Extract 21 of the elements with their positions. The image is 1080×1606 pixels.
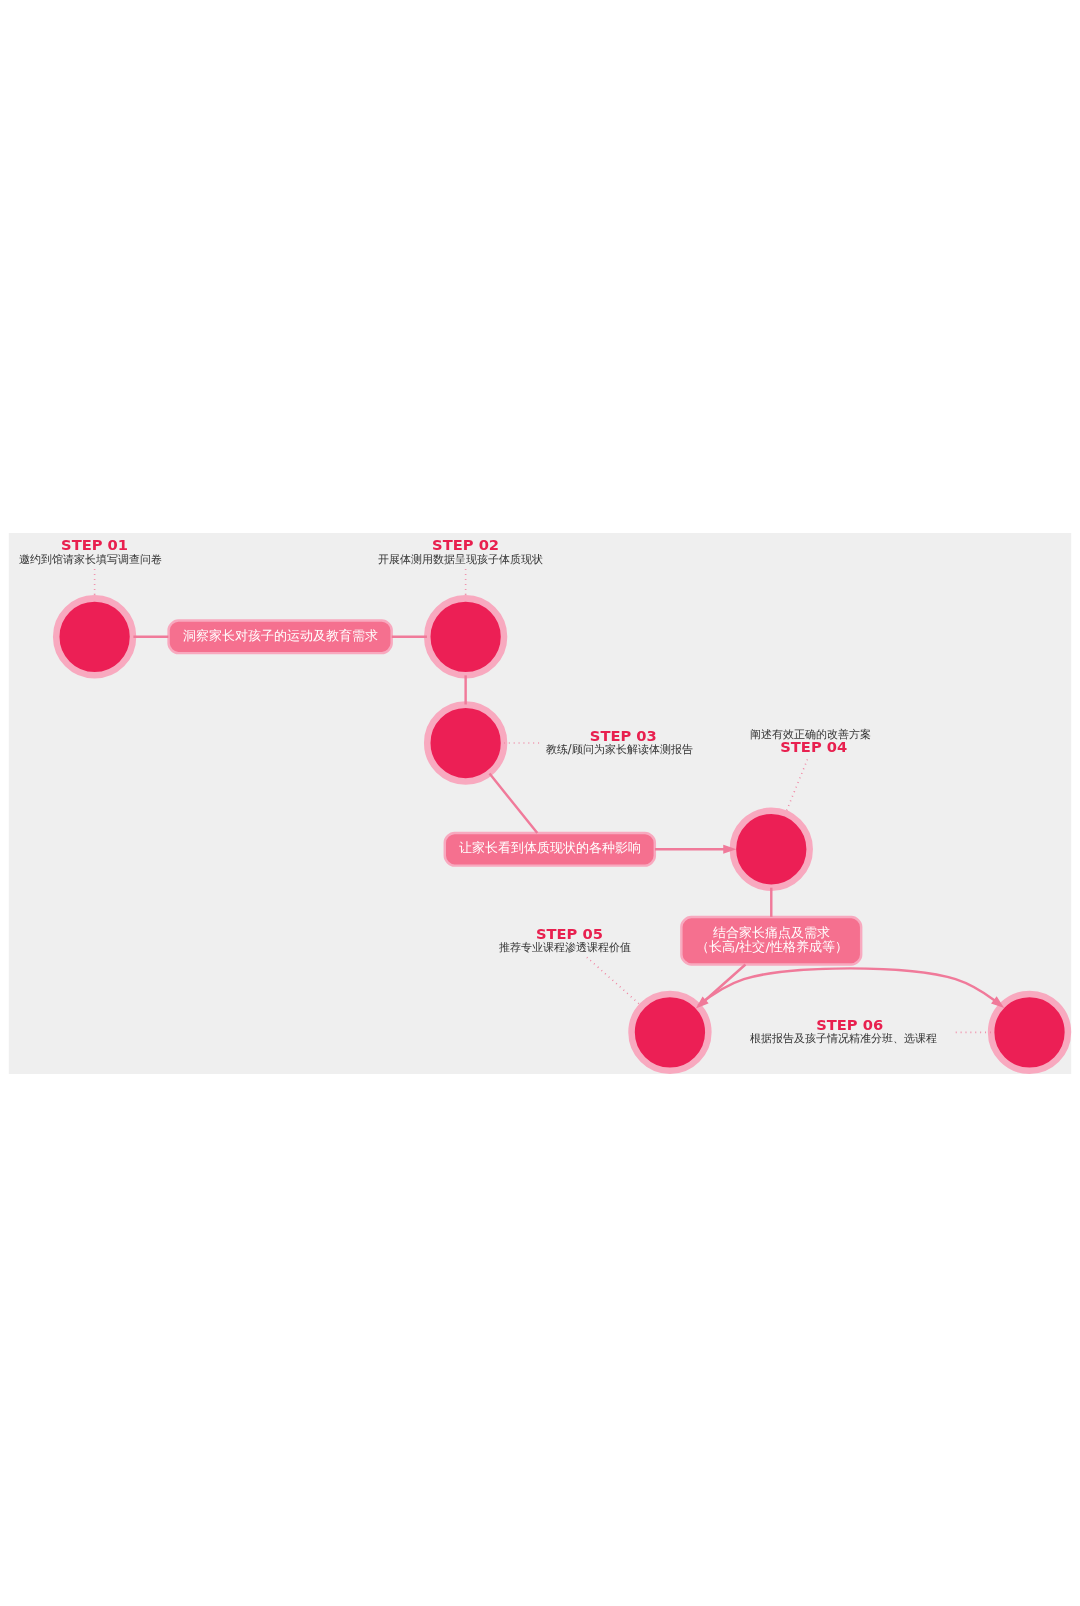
arrow [654,844,737,854]
node-circle [987,990,1072,1074]
connector [770,887,773,917]
node-text: STEP 02 开展体测用数据呈现孩子体质现状 [378,535,544,566]
node-text: STEP 06 根据报告及孩子情况精准分班、选课程 [750,1015,938,1045]
node-text: STEP 03 教练/顾问为家长解读体测报告 [545,726,693,756]
node-text: STEP 05 推荐专业课程渗透课程价值 [499,924,632,954]
node-circle [729,807,813,891]
connector [464,674,467,704]
node-box: 结合家长痛点及需求 （长高/社交/性格养成等） [680,915,863,966]
connector [391,635,427,638]
connector [954,1031,992,1033]
connector [488,772,539,834]
node-text: STEP 01 邀约到馆请家长填写调查问卷 [18,535,162,566]
connector [133,635,169,638]
node-text: 阐述有效正确的改善方案 STEP 04 [749,726,871,755]
node-circle [52,594,137,678]
node-box: 让家长看到体质现状的各种影响 [443,831,657,867]
node-circle [423,594,508,678]
node-circle [423,700,508,785]
node-box: 洞察家长对孩子的运动及教育需求 [167,618,393,654]
